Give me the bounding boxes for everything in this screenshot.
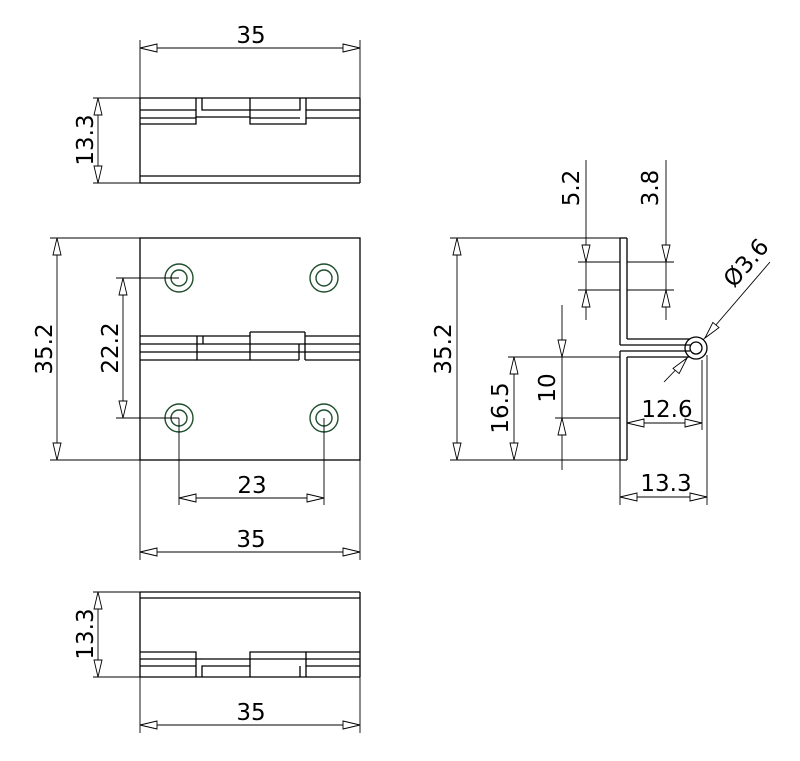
dim-leaf-top-label: 5.2 [559, 170, 585, 207]
hinge-knuckles [140, 331, 360, 361]
dimension-pin-diameter: Ø3.6 [663, 234, 775, 383]
dimension-leaf-top: 5.2 [559, 160, 620, 320]
dimension-lower-height: 16.5 [488, 356, 620, 461]
dimension-side-height: 35.2 [431, 237, 620, 461]
side-view: 35.2 5.2 3.8 Ø3.6 [431, 160, 774, 505]
dim-front-height-label: 35.2 [32, 323, 58, 374]
bottom-view: 13.3 35 [73, 591, 361, 733]
dim-pin-diameter-label: Ø3.6 [719, 234, 775, 292]
front-view: 35.2 22.2 23 35 [32, 237, 361, 560]
dimension-bottom-height: 13.3 [73, 591, 140, 678]
dim-hole-horizontal-label: 23 [237, 473, 266, 499]
dim-bottom-width-label: 35 [236, 700, 265, 726]
hinge-knuckles [140, 651, 360, 677]
screw-hole-top-right [309, 263, 339, 293]
dimension-bottom-width: 35 [139, 677, 361, 733]
dim-inner-height-label: 10 [535, 373, 561, 402]
dim-inner-width-label: 12.6 [641, 397, 692, 423]
dimension-top-height: 13.3 [73, 97, 140, 184]
dim-lower-height-label: 16.5 [488, 382, 514, 433]
dim-front-width-label: 35 [236, 527, 265, 553]
dim-depth-label: 13.3 [640, 471, 691, 497]
dim-side-height-label: 35.2 [431, 323, 457, 374]
dimension-depth: 13.3 [619, 355, 708, 505]
dimension-front-height: 35.2 [32, 237, 140, 461]
dimension-hole-horizontal: 23 [178, 418, 325, 505]
dimension-leaf-thickness: 3.8 [627, 160, 674, 320]
dim-hole-vertical-label: 22.2 [98, 322, 124, 373]
dimension-front-width: 35 [139, 460, 361, 560]
dimension-top-width: 35 [139, 23, 361, 98]
dim-top-width-label: 35 [236, 23, 265, 49]
dim-bottom-height-label: 13.3 [73, 608, 99, 659]
dimension-inner-height: 10 [535, 305, 620, 470]
top-view: 35 13.3 [73, 23, 361, 184]
hinge-profile [619, 237, 708, 461]
dim-top-height-label: 13.3 [73, 114, 99, 165]
dimension-hole-vertical: 22.2 [98, 277, 179, 419]
dimension-inner-width: 12.6 [626, 360, 703, 430]
dim-leaf-thickness-label: 3.8 [638, 170, 664, 207]
hinge-knuckles [140, 98, 360, 125]
